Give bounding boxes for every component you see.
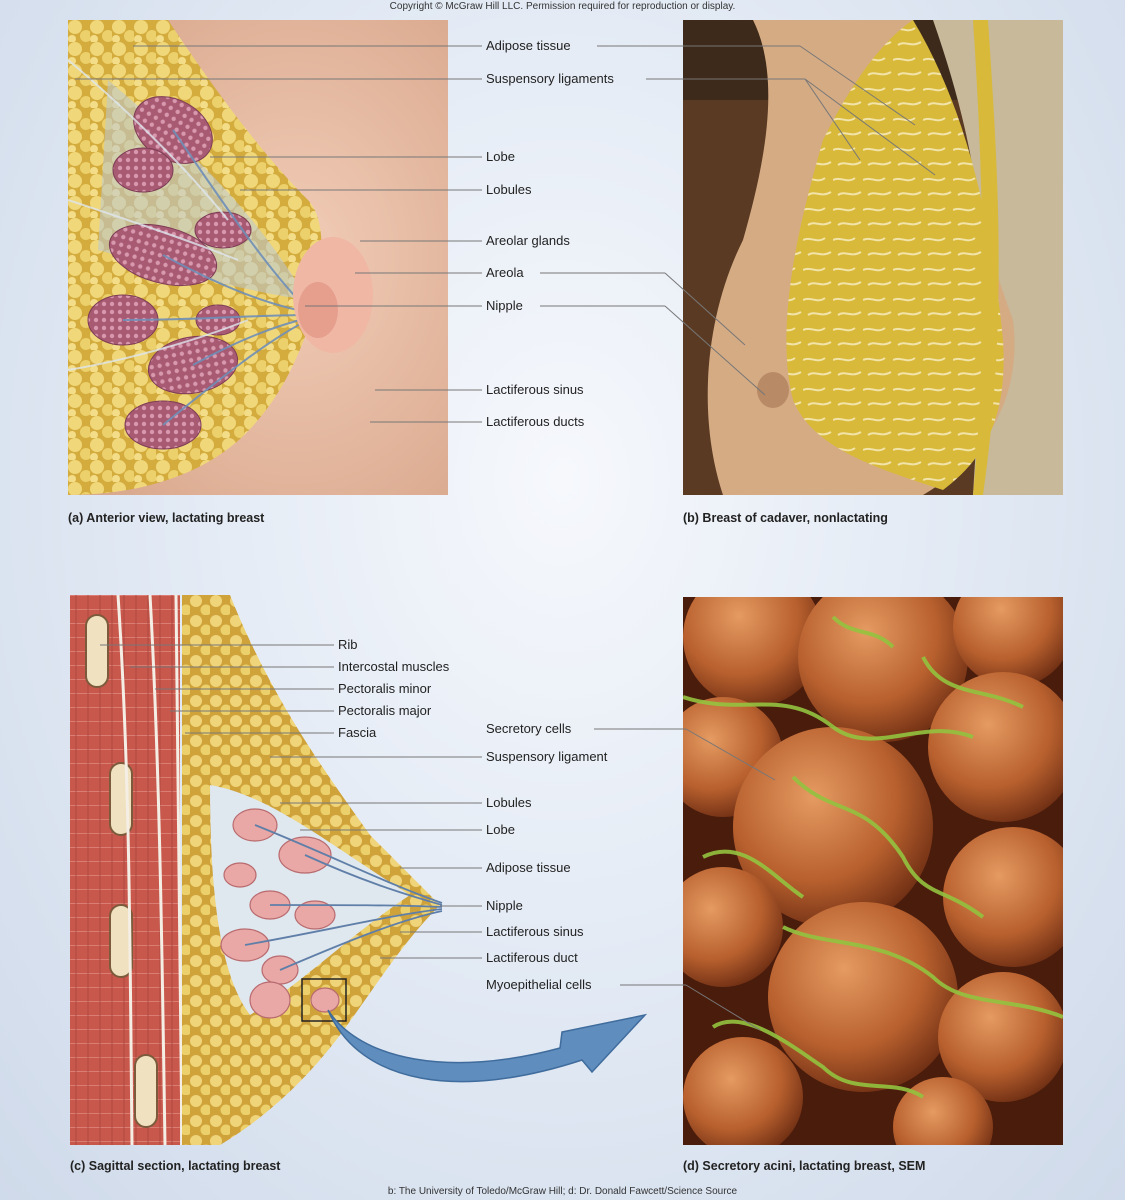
- copyright-notice: Copyright © McGraw Hill LLC. Permission …: [389, 1, 736, 12]
- magnification-arrow: [327, 1009, 648, 1083]
- panel-d-caption: (d) Secretory acini, lactating breast, S…: [683, 1159, 926, 1173]
- label-lobe-top: Lobe: [486, 149, 515, 164]
- panel-b-cadaver-photo: [683, 20, 1063, 495]
- label-pectoralis-minor: Pectoralis minor: [338, 681, 432, 696]
- label-suspensory-ligament: Suspensory ligament: [486, 749, 608, 764]
- label-lobules-top: Lobules: [486, 182, 532, 197]
- panel-a-caption: (a) Anterior view, lactating breast: [68, 511, 265, 525]
- label-lobules-mid: Lobules: [486, 795, 532, 810]
- label-lactiferous-sinus-top: Lactiferous sinus: [486, 382, 584, 397]
- label-adipose-tissue-top: Adipose tissue: [486, 38, 571, 53]
- label-myoepithelial-cells: Myoepithelial cells: [486, 977, 592, 992]
- label-secretory-cells: Secretory cells: [486, 721, 572, 736]
- image-credits: b: The University of Toledo/McGraw Hill;…: [387, 1186, 738, 1197]
- label-intercostal-muscles: Intercostal muscles: [338, 659, 450, 674]
- label-lactiferous-sinus-mid: Lactiferous sinus: [486, 924, 584, 939]
- panel-b-caption: (b) Breast of cadaver, nonlactating: [683, 511, 888, 525]
- label-areolar-glands: Areolar glands: [486, 233, 570, 248]
- label-nipple-mid: Nipple: [486, 898, 523, 913]
- label-nipple-top: Nipple: [486, 298, 523, 313]
- panel-a-anterior-view-illustration: [68, 20, 448, 495]
- label-adipose-tissue-mid: Adipose tissue: [486, 860, 571, 875]
- label-fascia: Fascia: [338, 725, 377, 740]
- label-lobe-mid: Lobe: [486, 822, 515, 837]
- label-lactiferous-ducts: Lactiferous ducts: [486, 414, 585, 429]
- label-lactiferous-duct: Lactiferous duct: [486, 950, 578, 965]
- panel-c-caption: (c) Sagittal section, lactating breast: [70, 1159, 281, 1173]
- label-areola: Areola: [486, 265, 524, 280]
- label-pectoralis-major: Pectoralis major: [338, 703, 432, 718]
- label-suspensory-ligaments: Suspensory ligaments: [486, 71, 614, 86]
- panel-d-sem-micrograph: [683, 597, 1063, 1145]
- label-rib: Rib: [338, 637, 358, 652]
